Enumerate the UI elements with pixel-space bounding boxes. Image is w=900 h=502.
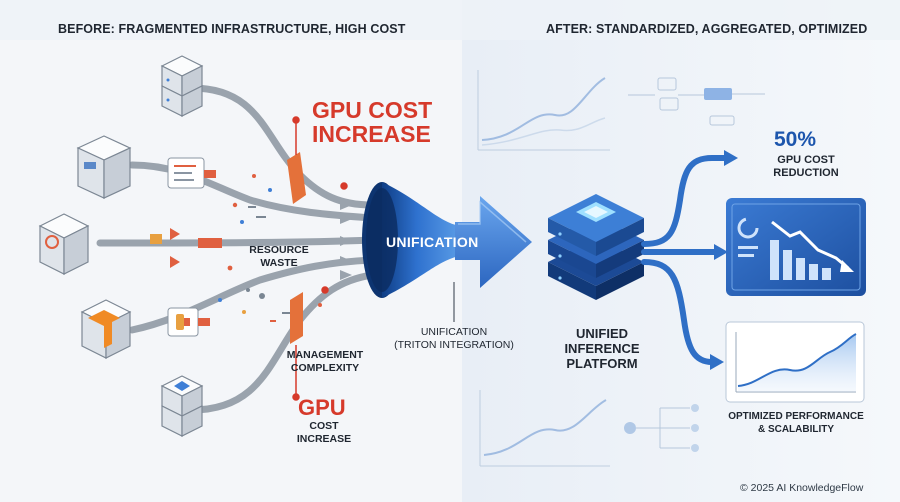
dashboard-icon bbox=[726, 198, 866, 296]
server-stack-bottom-icon bbox=[160, 375, 204, 437]
faint-flow-bottom bbox=[624, 404, 699, 452]
waste-line: WASTE bbox=[260, 257, 298, 269]
pipe-arrows bbox=[340, 200, 352, 280]
triton-line: (TRITON INTEGRATION) bbox=[394, 339, 514, 351]
management-complexity-label: MANAGEMENT COMPLEXITY bbox=[278, 349, 372, 375]
unification-line: UNIFICATION bbox=[420, 326, 488, 338]
unified-line: UNIFIED bbox=[576, 326, 628, 341]
copyright: © 2025 AI KnowledgeFlow bbox=[740, 482, 864, 494]
funnel-icon bbox=[362, 182, 460, 298]
platform-stack-icon bbox=[548, 194, 644, 300]
faint-flow-top bbox=[628, 77, 765, 126]
unification-arrow bbox=[455, 196, 532, 288]
output-arrows bbox=[641, 155, 729, 365]
network-card bbox=[167, 307, 210, 337]
increase-line: INCREASE bbox=[312, 121, 431, 147]
complexity-line: COMPLEXITY bbox=[290, 362, 360, 374]
management-line: MANAGEMENT bbox=[286, 349, 364, 361]
tensorflow-icon bbox=[80, 299, 132, 359]
red-pointers bbox=[292, 116, 348, 401]
reduction-percent: 50% bbox=[774, 128, 817, 151]
gpu-cost-increase-bottom: GPU bbox=[298, 395, 346, 420]
funnel-label: UNIFICATION bbox=[386, 234, 479, 250]
platform-line: PLATFORM bbox=[566, 356, 638, 371]
reduction-line: REDUCTION bbox=[773, 167, 839, 179]
faint-chart-bottom bbox=[479, 390, 610, 467]
scalability-line: & SCALABILITY bbox=[757, 424, 835, 435]
inference-line: INFERENCE bbox=[564, 341, 640, 356]
platform-label: UNIFIED INFERENCE PLATFORM bbox=[552, 326, 652, 371]
valves bbox=[287, 152, 306, 344]
particles bbox=[218, 174, 322, 322]
cost-line: COST bbox=[309, 420, 339, 432]
gpu-cost-reduction-label: GPU COST REDUCTION bbox=[746, 154, 866, 180]
header-before: BEFORE: FRAGMENTED INFRASTRUCTURE, HIGH … bbox=[58, 22, 406, 36]
branch-card bbox=[150, 228, 222, 268]
increase-bottom-line: INCREASE bbox=[296, 433, 352, 445]
faint-chart-top bbox=[477, 70, 610, 151]
gpu-cost-reduction-line: GPU COST bbox=[777, 154, 835, 166]
resource-line: RESOURCE bbox=[249, 244, 309, 256]
refresh-icon bbox=[38, 213, 90, 275]
performance-line: OPTIMIZED PERFORMANCE bbox=[728, 411, 864, 422]
list-card bbox=[167, 157, 216, 189]
chart-icon bbox=[725, 321, 865, 403]
header-after: AFTER: STANDARDIZED, AGGREGATED, OPTIMIZ… bbox=[546, 22, 868, 36]
server-stack-icon bbox=[160, 55, 204, 117]
cost-increase-bottom-label: COST INCREASE bbox=[284, 420, 364, 446]
gpu-cost-increase-top: GPU COST INCREASE bbox=[312, 98, 432, 146]
gpu-cost-line: GPU COST bbox=[312, 97, 433, 123]
performance-label: OPTIMIZED PERFORMANCE & SCALABILITY bbox=[724, 410, 868, 436]
output-arrowheads bbox=[710, 150, 738, 370]
resource-waste-label: RESOURCE WASTE bbox=[244, 244, 314, 270]
unification-caption: UNIFICATION (TRITON INTEGRATION) bbox=[392, 326, 516, 352]
document-icon bbox=[76, 135, 132, 199]
